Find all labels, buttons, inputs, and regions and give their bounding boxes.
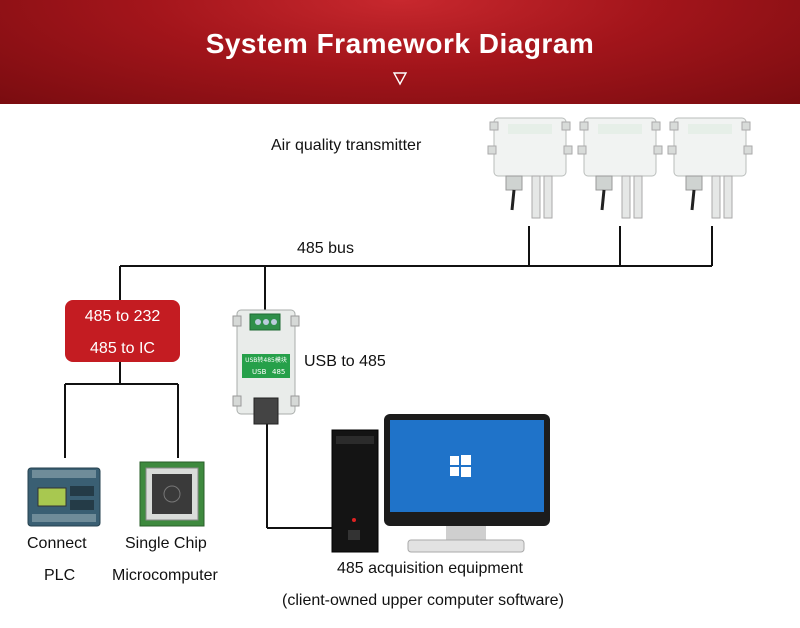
plc-label-2: PLC — [44, 567, 76, 584]
converter-label-1: 485 to 232 — [84, 308, 161, 325]
transmitter-2 — [577, 117, 663, 219]
mcu-label-1: Single Chip — [125, 535, 207, 552]
windows-logo-icon — [450, 455, 471, 477]
bus-label: 485 bus — [297, 240, 354, 257]
monitor — [384, 414, 550, 553]
usb-module-usb-text: USB — [252, 368, 267, 376]
plc-label-1: Connect — [27, 535, 87, 552]
equipment-label-2: (client-owned upper computer software) — [282, 592, 564, 609]
usb-module-485-text: 485 — [272, 368, 285, 376]
header-banner — [0, 0, 800, 104]
equipment-label-1: 485 acquisition equipment — [337, 560, 523, 577]
down-triangle-icon — [392, 72, 408, 86]
mcu-label-2: Microcomputer — [112, 567, 218, 584]
usb-label: USB to 485 — [304, 353, 386, 370]
usb-module-label: USB转485模块 — [245, 356, 287, 364]
plc-device — [27, 467, 101, 527]
usb-485-module: USB转485模块 USB 485 — [232, 309, 300, 425]
air-quality-label: Air quality transmitter — [271, 137, 422, 154]
page-title: System Framework Diagram — [205, 28, 595, 59]
pc-tower — [331, 429, 379, 553]
transmitter-1 — [487, 117, 573, 219]
bus-lines — [64, 226, 713, 529]
converter-label-2: 485 to IC — [90, 340, 155, 357]
transmitter-3 — [667, 117, 753, 219]
mcu-board — [139, 461, 205, 527]
converter-box: 485 to 232 485 to IC — [65, 300, 180, 362]
